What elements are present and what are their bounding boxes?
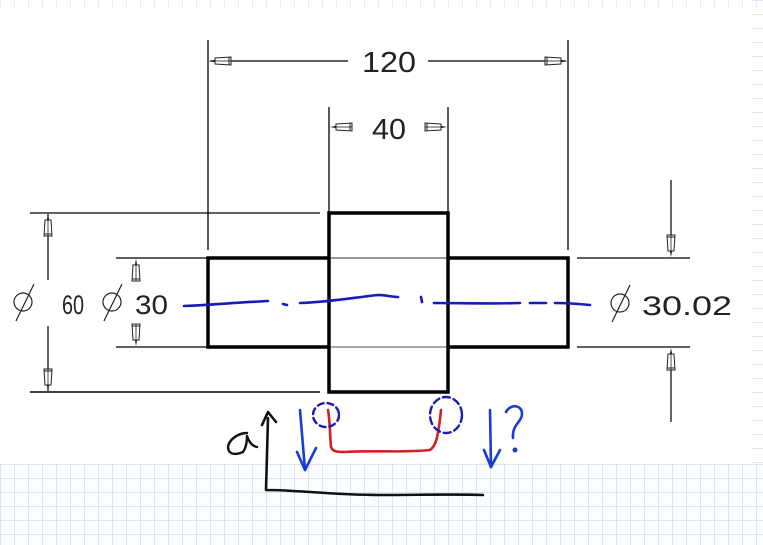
arrowhead-up-icon xyxy=(43,213,53,237)
dimension-dia-30-left: 30 xyxy=(102,257,208,348)
arrowhead-left-icon xyxy=(329,122,353,132)
down-arrow-left-icon xyxy=(298,408,307,472)
arrowhead-up-icon xyxy=(666,347,676,371)
handwritten-centerline xyxy=(182,293,592,308)
axis-label-a xyxy=(226,431,259,456)
arrowhead-up-icon xyxy=(131,258,141,282)
arrowhead-down-icon xyxy=(43,368,53,392)
diameter-symbol-icon xyxy=(610,284,631,323)
axis-arrow-up-icon xyxy=(260,410,278,427)
top-grid-strip xyxy=(0,0,763,8)
dimension-dia-30-02-right: 30.02 xyxy=(577,180,732,422)
dashed-circle-left-icon xyxy=(311,401,341,429)
arrowhead-right-icon xyxy=(544,56,568,66)
dimension-label-40: 40 xyxy=(372,114,406,146)
dimension-label-30-02: 30.02 xyxy=(642,291,732,321)
right-grid-strip xyxy=(751,0,763,464)
dimension-label-60: 60 xyxy=(62,290,84,320)
arrowhead-down-icon xyxy=(666,234,676,258)
axis-line xyxy=(264,416,485,497)
dashed-circle-right-icon xyxy=(428,395,464,435)
part-outline xyxy=(206,211,570,394)
dimension-label-120: 120 xyxy=(362,47,416,79)
hub-outline xyxy=(327,211,450,394)
down-arrow-right-icon xyxy=(488,408,493,469)
arrowhead-left-icon xyxy=(208,56,232,66)
question-mark-icon xyxy=(504,404,524,440)
diameter-symbol-icon xyxy=(13,283,35,322)
handwritten-annotations xyxy=(226,395,524,497)
arrowhead-down-icon xyxy=(131,323,141,347)
dimension-dia-60: 60 xyxy=(13,212,320,393)
arrowhead-right-icon xyxy=(424,122,448,132)
graph-paper-grid xyxy=(0,464,763,545)
dimension-120: 120 xyxy=(207,40,569,250)
dimension-40: 40 xyxy=(328,107,449,213)
highlight-path xyxy=(326,408,443,454)
diameter-symbol-icon xyxy=(102,283,123,322)
dimension-label-30: 30 xyxy=(135,290,168,320)
